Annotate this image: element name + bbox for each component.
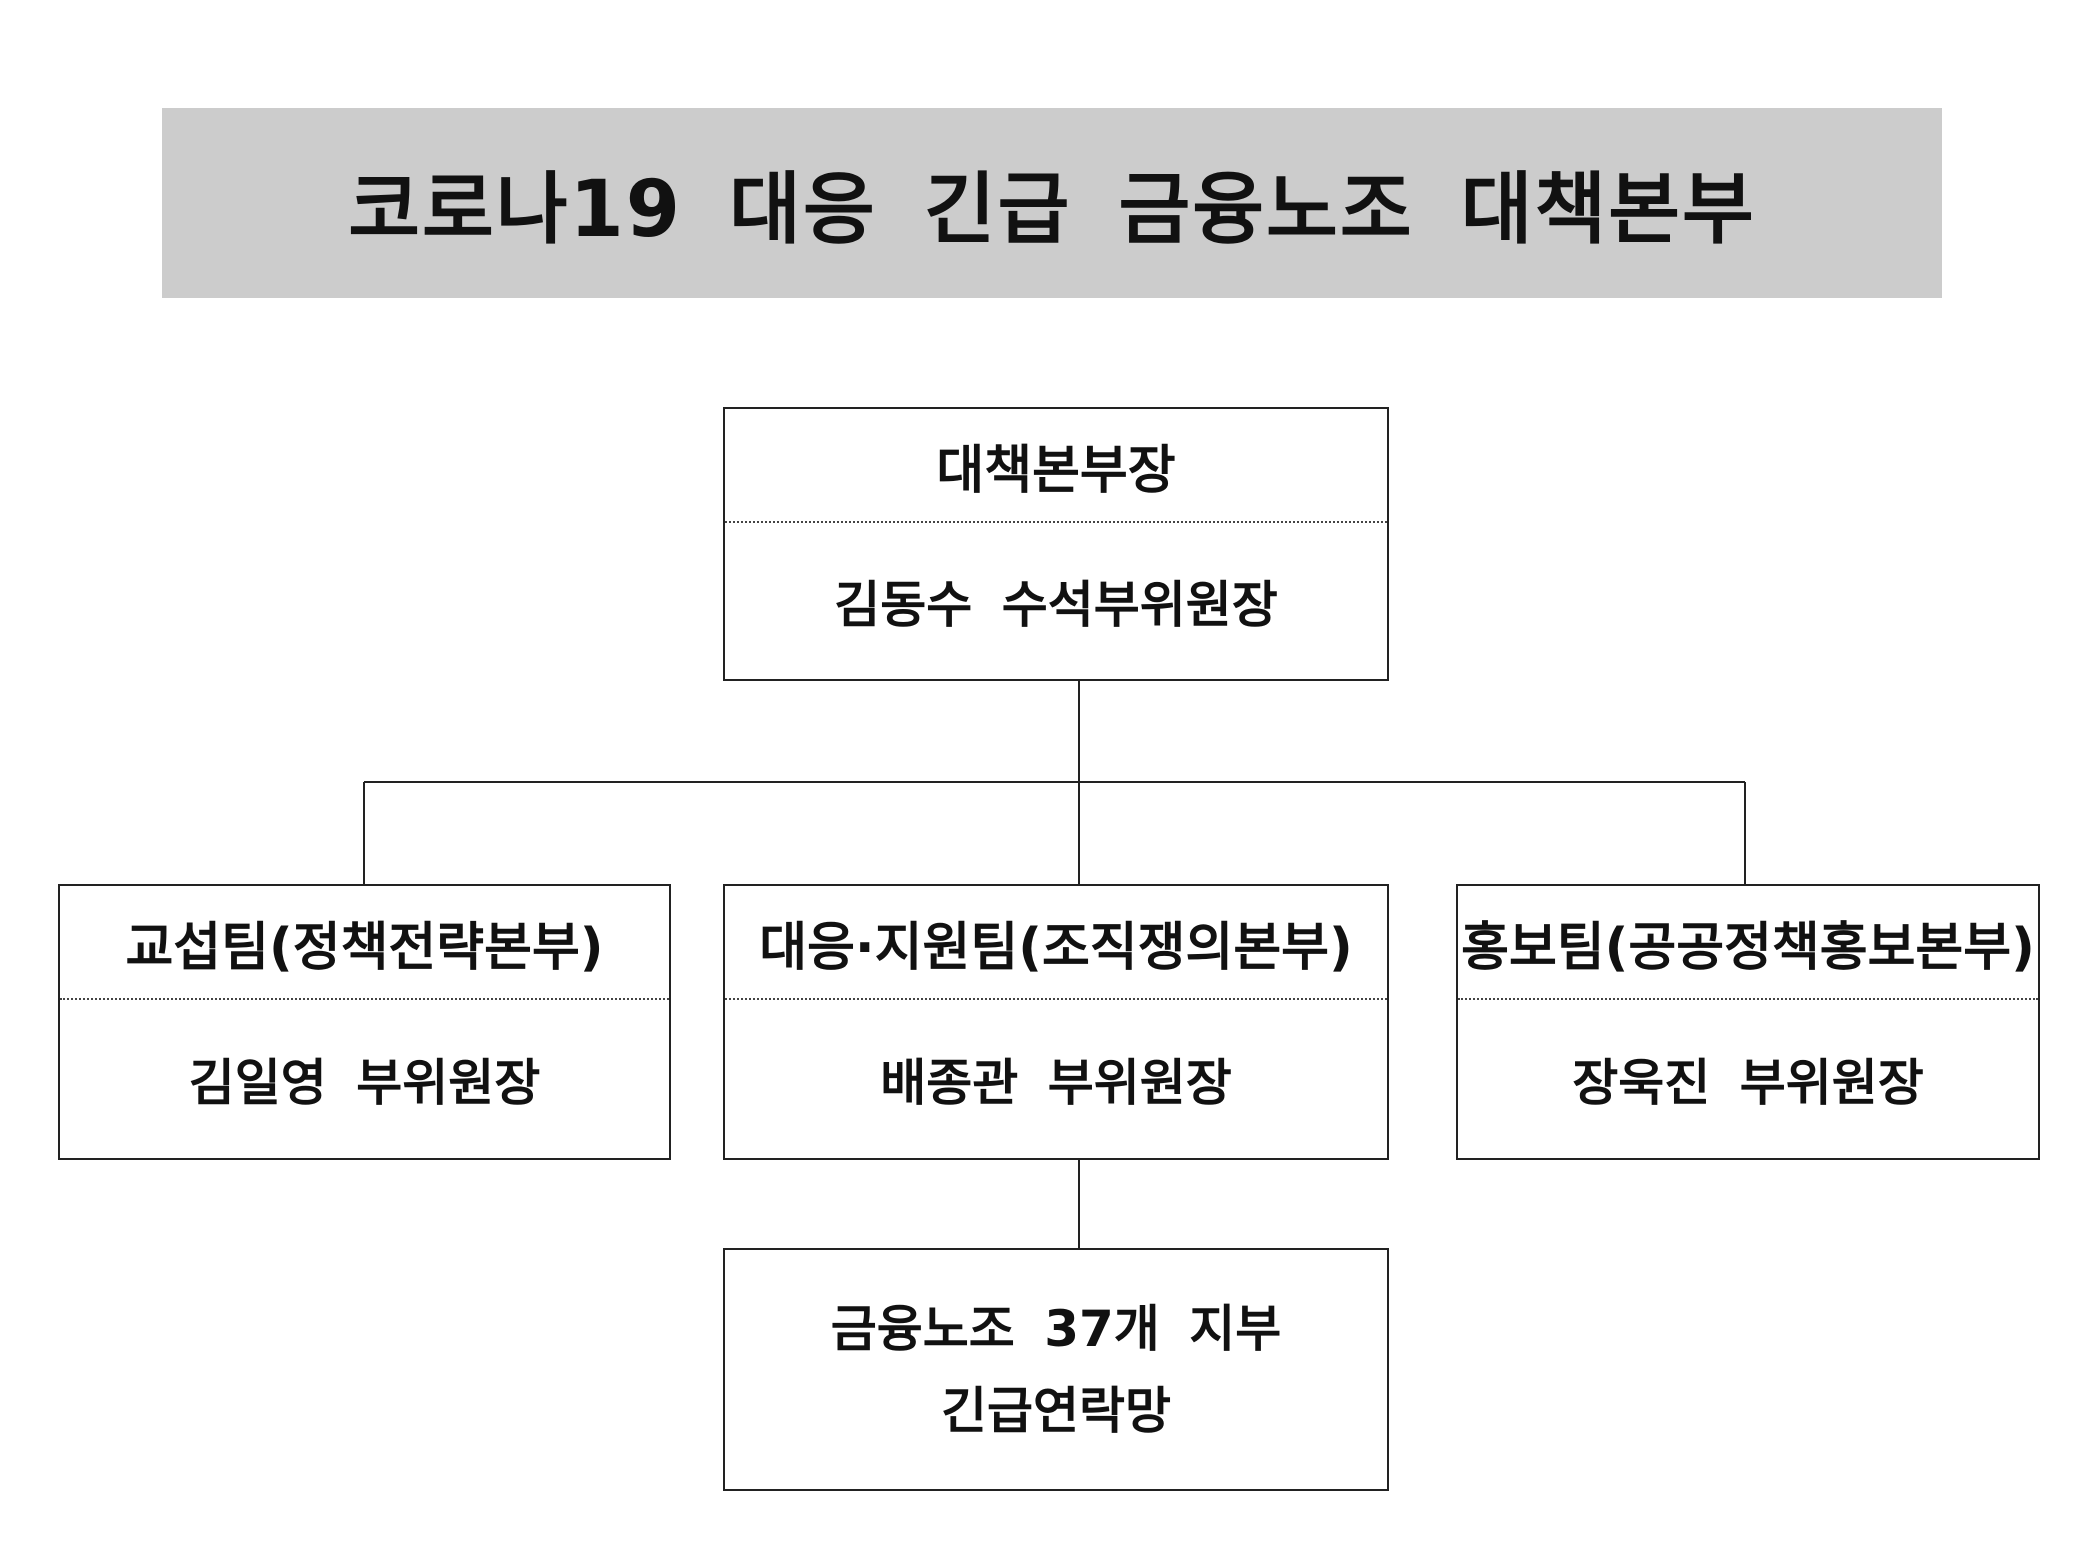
team-person: 장욱진 부위원장 <box>1572 1054 1924 1112</box>
team-divider <box>1458 998 2038 1000</box>
team-divider <box>60 998 669 1000</box>
team-person: 김일영 부위원장 <box>188 1054 541 1112</box>
team-person: 배종관 부위원장 <box>880 1054 1232 1112</box>
network-line-2: 긴급연락망 <box>941 1381 1171 1440</box>
team-role: 교섭팀(정책전략본부) <box>125 917 604 978</box>
team-box-negotiation: 교섭팀(정책전략본부) 김일영 부위원장 <box>58 884 671 1160</box>
headquarters-box: 대책본부장 김동수 수석부위원장 <box>723 407 1389 681</box>
team-box-response-support: 대응·지원팀(조직쟁의본부) 배종관 부위원장 <box>723 884 1389 1160</box>
team-divider <box>725 998 1387 1000</box>
headquarters-person: 김동수 수석부위원장 <box>834 576 1278 634</box>
team-role: 대응·지원팀(조직쟁의본부) <box>759 917 1353 978</box>
network-line-1: 금융노조 37개 지부 <box>830 1299 1282 1358</box>
page-title: 코로나19 대응 긴급 금융노조 대책본부 <box>348 165 1756 255</box>
team-box-publicity: 홍보팀(공공정책홍보본부) 장욱진 부위원장 <box>1456 884 2040 1160</box>
team-role: 홍보팀(공공정책홍보본부) <box>1461 917 2035 978</box>
network-box: 금융노조 37개 지부 긴급연락망 <box>723 1248 1389 1491</box>
headquarters-role: 대책본부장 <box>936 440 1176 501</box>
headquarters-divider <box>725 521 1387 523</box>
title-banner: 코로나19 대응 긴급 금융노조 대책본부 <box>162 108 1942 298</box>
